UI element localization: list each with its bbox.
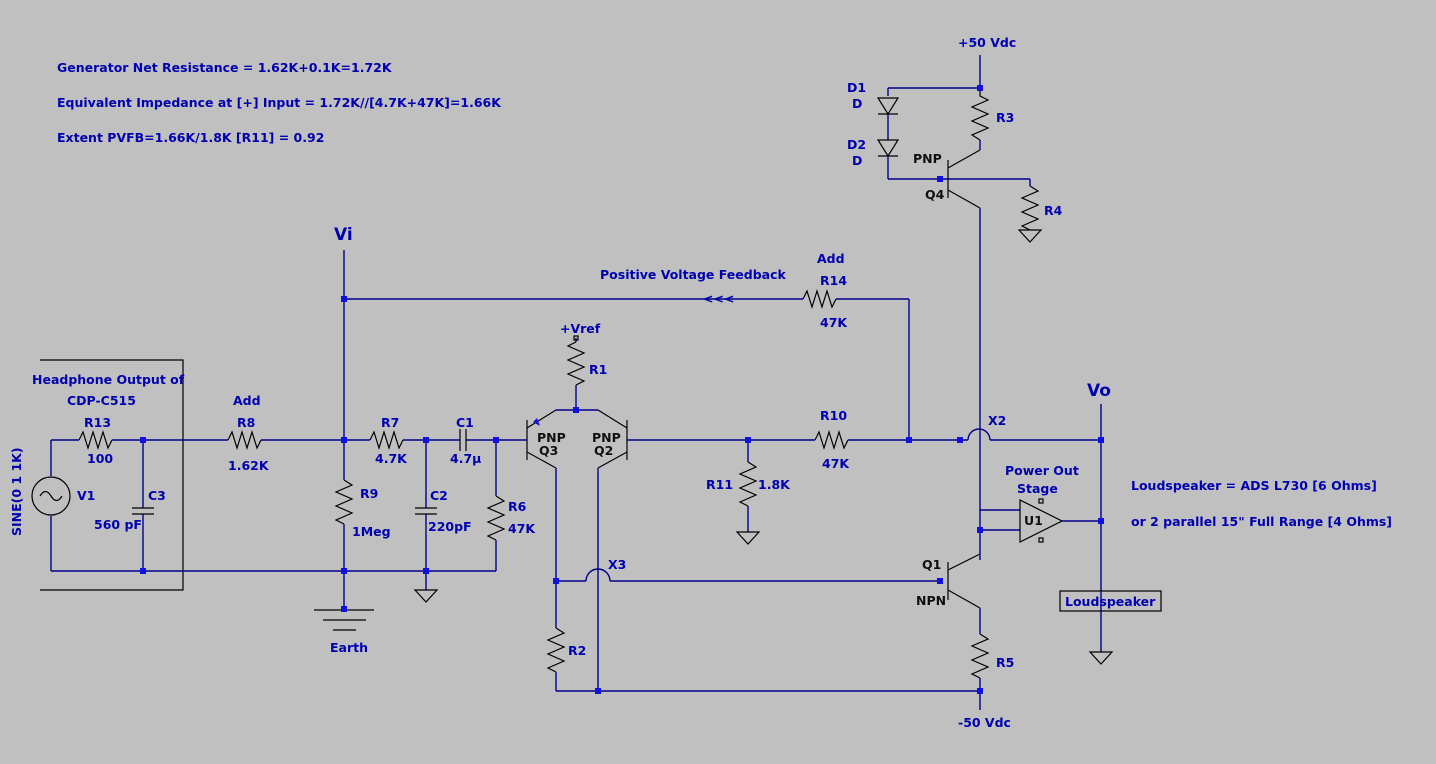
x3-label: X3	[608, 557, 626, 572]
vo-ground-symbol	[1088, 651, 1114, 665]
r7-resistor	[369, 429, 404, 451]
r1-label: R1	[589, 362, 607, 377]
u1-opamp	[1019, 499, 1064, 543]
loudspeaker-box	[1059, 590, 1162, 612]
r9-value: 1Meg	[352, 524, 391, 539]
earth-ground	[314, 609, 374, 631]
r14-add-label: Add	[817, 251, 845, 266]
r11-resistor	[738, 461, 758, 507]
r9-resistor	[334, 479, 354, 525]
r11-ground-symbol	[735, 531, 761, 545]
loudspeaker-box-label: Loudspeaker	[1065, 594, 1156, 609]
r10-label: R10	[820, 408, 847, 423]
c2-value: 220pF	[428, 519, 472, 534]
note-equivalent-impedance: Equivalent Impedance at [+] Input = 1.72…	[57, 95, 502, 110]
feedback-arrows: <<<	[703, 291, 734, 306]
v1-label: V1	[77, 488, 95, 503]
r6-value: 47K	[508, 521, 536, 536]
r11-value: 1.8K	[758, 477, 791, 492]
earth-label: Earth	[330, 640, 368, 655]
r2-label: R2	[568, 643, 586, 658]
r6-label: R6	[508, 499, 527, 514]
q3-label: Q3	[539, 443, 558, 458]
r2-resistor	[546, 627, 566, 673]
q1-npn-transistor	[947, 553, 981, 609]
r13-resistor	[78, 429, 113, 451]
v1-value: SINE(0 1 1K)	[9, 447, 24, 536]
r4-label: R4	[1044, 203, 1063, 218]
vi-label: Vi	[334, 225, 353, 245]
r10-value: 47K	[822, 456, 850, 471]
r8-resistor	[227, 429, 262, 451]
c1-label: C1	[456, 415, 474, 430]
u1-vminus-pin	[1038, 537, 1044, 543]
x2-label: X2	[988, 413, 1006, 428]
note-extent-pvfb: Extent PVFB=1.66K/1.8K [R11] = 0.92	[57, 130, 324, 145]
power-stage-label-1: Power Out	[1005, 463, 1079, 478]
vplus-label: +50 Vdc	[958, 35, 1016, 50]
loudspeaker-note-2: or 2 parallel 15" Full Range [4 Ohms]	[1131, 514, 1392, 529]
r3-label: R3	[996, 110, 1014, 125]
q3-type: PNP	[537, 430, 566, 445]
r9-label: R9	[360, 486, 378, 501]
u1-vplus-pin	[1038, 498, 1044, 504]
q2-type: PNP	[592, 430, 621, 445]
d2-diode	[876, 139, 900, 158]
q2-label: Q2	[594, 443, 613, 458]
q3-pnp-transistor	[526, 409, 557, 469]
r7-label: R7	[381, 415, 399, 430]
r5-label: R5	[996, 655, 1014, 670]
note-generator-resistance: Generator Net Resistance = 1.62K+0.1K=1.…	[57, 60, 393, 75]
r14-value: 47K	[820, 315, 848, 330]
q4-label: Q4	[925, 187, 945, 202]
headphone-output-box	[40, 359, 184, 591]
r3-resistor	[970, 88, 990, 141]
r14-label: R14	[820, 273, 847, 288]
q4-type: PNP	[913, 151, 942, 166]
d2-label: D2	[847, 137, 866, 152]
r4-resistor	[1020, 185, 1040, 231]
r7-value: 4.7K	[375, 451, 408, 466]
d1-label: D1	[847, 80, 866, 95]
r8-value: 1.62K	[228, 458, 270, 473]
r8-label: R8	[237, 415, 255, 430]
c3-label: C3	[148, 488, 166, 503]
headphone-label-2: CDP-C515	[67, 393, 136, 408]
vo-label: Vo	[1087, 381, 1111, 401]
power-stage-label-2: Stage	[1017, 481, 1058, 496]
u1-label: U1	[1024, 513, 1043, 528]
q1-type: NPN	[916, 593, 946, 608]
d1-value: D	[852, 96, 862, 111]
q1-label: Q1	[922, 557, 941, 572]
r11-label: R11	[706, 477, 733, 492]
r13-value: 100	[87, 451, 113, 466]
c2-label: C2	[430, 488, 448, 503]
r1-resistor	[566, 341, 586, 386]
vref-terminal	[573, 335, 579, 341]
vminus-label: -50 Vdc	[958, 715, 1011, 730]
d2-value: D	[852, 153, 862, 168]
v1-sine-source	[31, 440, 71, 571]
d1-diode	[876, 97, 900, 116]
loudspeaker-note-1: Loudspeaker = ADS L730 [6 Ohms]	[1131, 478, 1377, 493]
headphone-label-1: Headphone Output of	[32, 372, 185, 387]
c3-value: 560 pF	[94, 517, 142, 532]
r8-add-label: Add	[233, 393, 261, 408]
r14-resistor	[802, 288, 837, 310]
r6-resistor	[486, 495, 506, 541]
r5-resistor	[970, 633, 990, 679]
r4-ground-symbol	[1017, 229, 1043, 243]
junction-nodes	[140, 85, 1104, 694]
pvfb-label: Positive Voltage Feedback	[600, 267, 786, 282]
vref-label: +Vref	[560, 321, 601, 336]
r10-resistor	[814, 429, 849, 451]
c1-value: 4.7µ	[450, 451, 481, 466]
c2-ground-symbol	[413, 589, 439, 603]
r13-label: R13	[84, 415, 111, 430]
